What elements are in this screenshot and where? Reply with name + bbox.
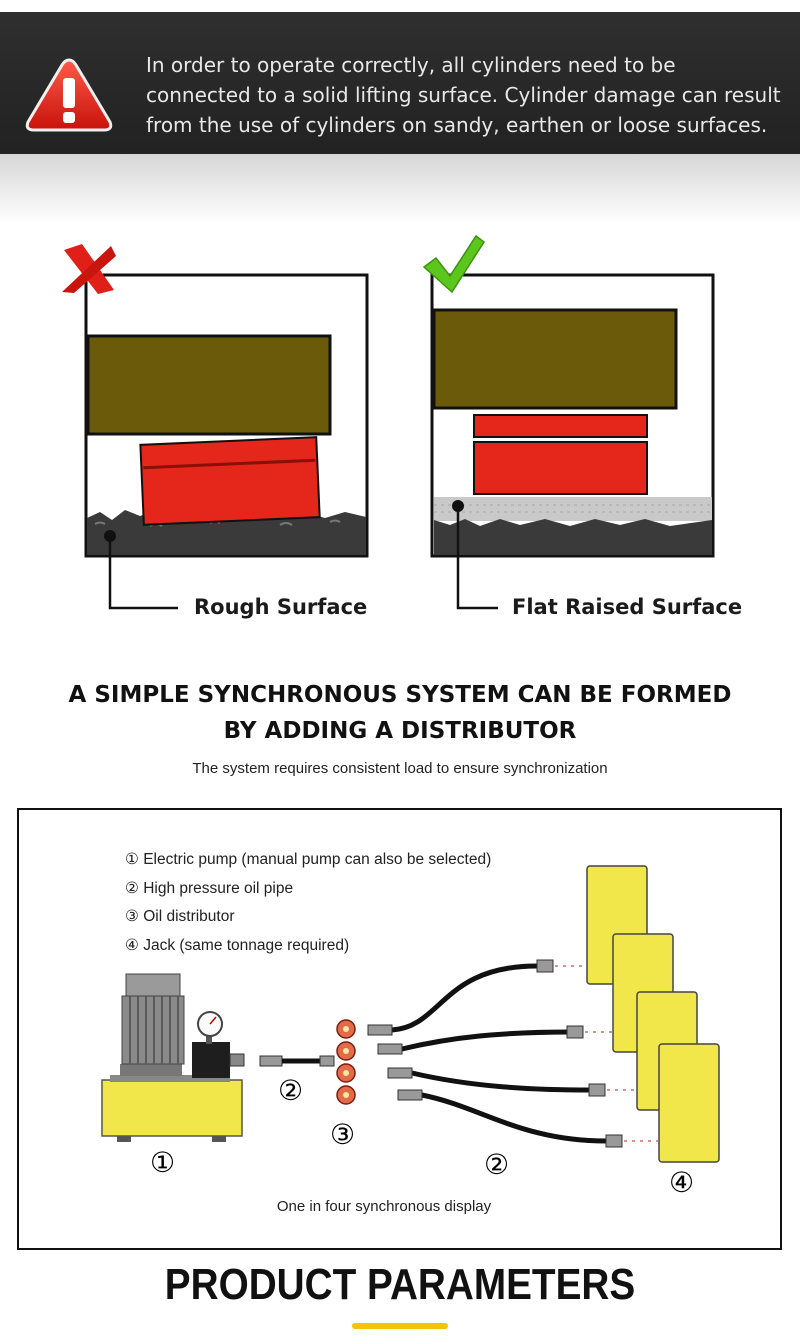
oil-distributor: [336, 1019, 356, 1105]
green-check-icon: [422, 234, 486, 294]
banner-shadow: [0, 154, 800, 224]
warning-banner: In order to operate correctly, all cylin…: [0, 12, 800, 154]
system-subheading: The system requires consistent load to e…: [192, 760, 608, 777]
warning-text: In order to operate correctly, all cylin…: [146, 53, 781, 137]
red-x-icon: [62, 244, 116, 294]
component-legend: ① Electric pump (manual pump can also be…: [125, 846, 491, 960]
diagram-caption: One in four synchronous display: [276, 1198, 492, 1215]
section-title: PRODUCT PARAMETERS: [164, 1260, 636, 1309]
marker-jack: ④: [669, 1167, 695, 1198]
legend-item-distributor: ③ Oil distributor: [125, 908, 235, 925]
system-heading-line1: A SIMPLE SYNCHRONOUS SYSTEM CAN BE FORME…: [68, 682, 732, 708]
jacks: [586, 865, 720, 1163]
rough-surface-panel: [84, 273, 369, 610]
section-title-underline: [352, 1323, 448, 1329]
hose-fittings: [367, 959, 623, 1148]
legend-item-pipe: ② High pressure oil pipe: [125, 879, 294, 897]
surface-comparison-diagram: [62, 234, 715, 610]
flat-surface-label: Flat Raised Surface: [512, 595, 743, 619]
long-oil-pipes: [391, 963, 611, 1144]
system-heading-line2: BY ADDING A DISTRIBUTOR: [223, 718, 577, 744]
synchronous-system-diagram: ① Electric pump (manual pump can also be…: [17, 808, 782, 1250]
marker-pump: ①: [150, 1147, 176, 1178]
marker-pipe-long: ②: [484, 1149, 510, 1180]
marker-distributor: ③: [330, 1119, 356, 1150]
rough-surface-label: Rough Surface: [194, 595, 368, 619]
legend-item-jack: ④ Jack (same tonnage required): [125, 936, 350, 954]
warning-triangle-icon: [25, 58, 113, 132]
marker-pipe-short: ②: [278, 1075, 304, 1106]
short-oil-pipe: [259, 1055, 335, 1067]
legend-item-pump: ① Electric pump (manual pump can also be…: [125, 851, 492, 868]
electric-pump: [101, 973, 245, 1142]
flat-surface-panel: [430, 273, 715, 610]
